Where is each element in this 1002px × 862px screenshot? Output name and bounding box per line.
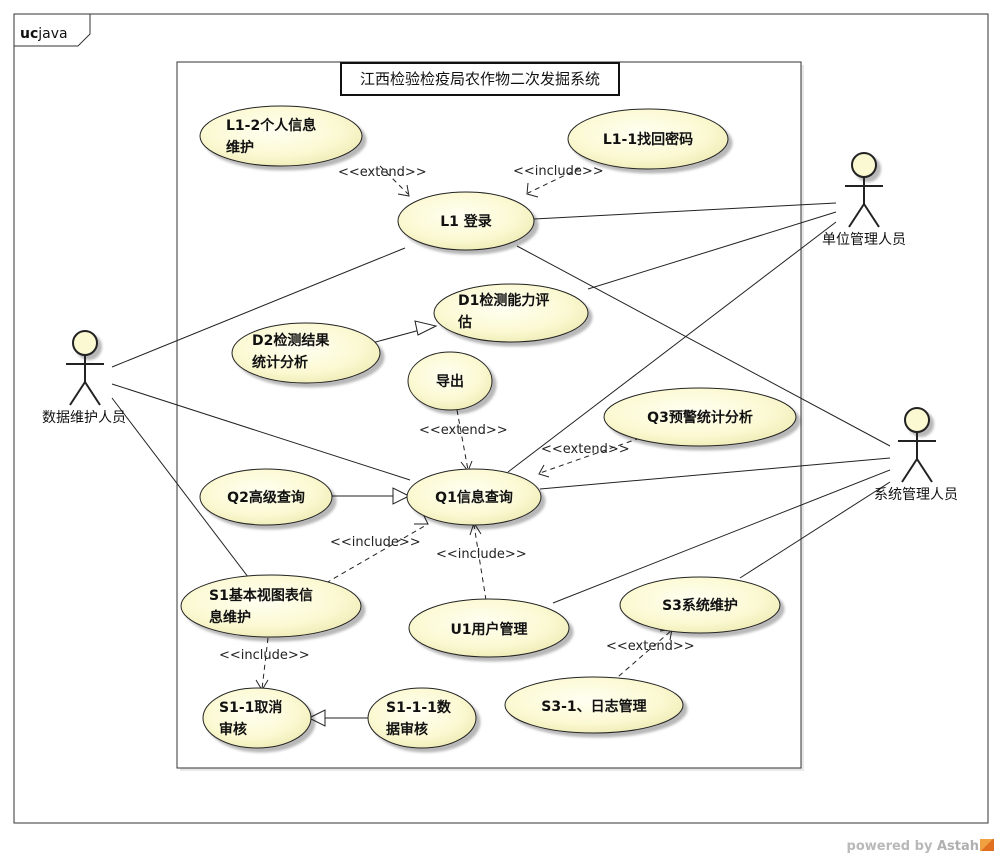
- stick-figure-icon: [845, 152, 883, 228]
- label-include-l1-1: <<include>>: [513, 164, 604, 179]
- associations: [111, 202, 891, 604]
- svg-text:L1-2个人信息维护: L1-2个人信息维护: [226, 117, 316, 156]
- usecase-d2[interactable]: D2检测结果统计分析: [231, 322, 381, 384]
- usecase-q2[interactable]: Q2高级查询: [199, 468, 333, 526]
- usecases: L1-2个人信息维护 L1-1找回密码 L1 登录 D1检测能力评估 D2检测结…: [180, 105, 797, 749]
- extend-l1-2-l1: [379, 165, 409, 195]
- include-u1-q1: [473, 524, 487, 601]
- stereotype-labels: <<extend>> <<include>> <<extend>> <<exte…: [219, 164, 695, 663]
- label-extend-l1-2: <<extend>>: [338, 165, 427, 180]
- svg-text:Q1信息查询: Q1信息查询: [435, 489, 513, 506]
- stick-figure-icon: [898, 407, 936, 483]
- assoc-unit-admin-q1: [507, 221, 837, 473]
- usecase-q1[interactable]: Q1信息查询: [406, 468, 542, 526]
- svg-text:L1 登录: L1 登录: [440, 213, 492, 230]
- usecase-s3[interactable]: S3系统维护: [619, 576, 781, 634]
- assoc-system-admin-l1: [516, 245, 891, 447]
- label-include-s1-1: <<include>>: [219, 648, 310, 663]
- frame-tab-name: java: [37, 26, 67, 42]
- generalization-q2-q1: [332, 487, 411, 505]
- svg-text:L1-1找回密码: L1-1找回密码: [603, 131, 693, 148]
- astah-logo-icon: [980, 839, 994, 851]
- system-boundary-title: 江西检验检疫局农作物二次发掘系统: [360, 70, 600, 88]
- usecase-s1[interactable]: S1基本视图表信息维护: [180, 574, 362, 638]
- actor-label: 数据维护人员: [42, 410, 126, 426]
- svg-text:S1-1取消审核: S1-1取消审核: [219, 699, 282, 738]
- svg-text:Q3预警统计分析: Q3预警统计分析: [647, 409, 753, 426]
- frame-tab-kind: uc: [20, 26, 38, 42]
- include-s1-q1: [325, 523, 429, 584]
- assoc-unit-admin-d1: [587, 211, 837, 290]
- assoc-system-admin-s3: [739, 481, 891, 579]
- assoc-system-admin-q1: [539, 457, 891, 490]
- actor-data-maintainer[interactable]: 数据维护人员: [42, 330, 126, 426]
- svg-text:ucjava: ucjava: [20, 26, 68, 42]
- generalizations: [307, 320, 438, 727]
- powered-by-brand: Astah: [936, 839, 979, 854]
- usecase-s1-1-1[interactable]: S1-1-1数据审核: [367, 687, 477, 749]
- powered-by-text: powered by: [846, 839, 933, 854]
- usecase-s3-1[interactable]: S3-1、日志管理: [504, 676, 684, 734]
- svg-text:S3-1、日志管理: S3-1、日志管理: [541, 698, 646, 715]
- usecase-u1[interactable]: U1用户管理: [408, 598, 570, 658]
- label-extend-export: <<extend>>: [419, 423, 508, 438]
- svg-text:S1基本视图表信息维护: S1基本视图表信息维护: [209, 587, 313, 626]
- assoc-data-maintainer-l1: [111, 247, 406, 368]
- label-extend-s3-1: <<extend>>: [606, 639, 695, 654]
- label-include-s1-q1: <<include>>: [330, 535, 421, 550]
- svg-text:D2检测结果统计分析: D2检测结果统计分析: [252, 332, 330, 371]
- actor-label: 系统管理人员: [874, 487, 958, 503]
- usecase-q3[interactable]: Q3预警统计分析: [603, 387, 797, 447]
- svg-text:D1检测能力评估: D1检测能力评估: [457, 292, 549, 331]
- actor-unit-admin[interactable]: 单位管理人员: [822, 152, 906, 248]
- svg-text:导出: 导出: [436, 373, 464, 390]
- usecase-s1-1[interactable]: S1-1取消审核: [202, 687, 312, 749]
- svg-text:U1用户管理: U1用户管理: [450, 621, 527, 638]
- assoc-unit-admin-l1: [533, 202, 837, 220]
- usecase-l1-1[interactable]: L1-1找回密码: [567, 108, 729, 170]
- generalization-d2-d1: [371, 320, 438, 344]
- include-l1-l1-1: [527, 167, 581, 194]
- assoc-data-maintainer-q1: [111, 383, 411, 481]
- actor-label: 单位管理人员: [822, 232, 906, 248]
- powered-by-watermark: powered by Astah: [847, 839, 994, 854]
- usecase-l1-login[interactable]: L1 登录: [397, 191, 535, 251]
- label-extend-q3: <<extend>>: [541, 442, 630, 457]
- assoc-system-admin-u1: [552, 469, 891, 604]
- extend-export-q1: [456, 409, 469, 471]
- usecase-export[interactable]: 导出: [407, 351, 493, 411]
- extend-s3-1-s3: [611, 629, 673, 683]
- svg-text:S1-1-1数据审核: S1-1-1数据审核: [386, 699, 452, 738]
- stick-figure-icon: [66, 330, 104, 406]
- label-include-u1: <<include>>: [436, 547, 527, 562]
- svg-text:S3系统维护: S3系统维护: [662, 597, 738, 614]
- dependencies: [261, 165, 673, 690]
- frame: ucjava: [13, 13, 989, 824]
- svg-text:Q2高级查询: Q2高级查询: [227, 489, 305, 506]
- usecase-l1-2[interactable]: L1-2个人信息维护: [199, 105, 363, 167]
- actor-system-admin[interactable]: 系统管理人员: [874, 407, 958, 503]
- assoc-data-maintainer-s1: [111, 397, 259, 591]
- generalization-s1-1-1-s1-1: [307, 709, 370, 727]
- usecase-d1[interactable]: D1检测能力评估: [433, 283, 589, 343]
